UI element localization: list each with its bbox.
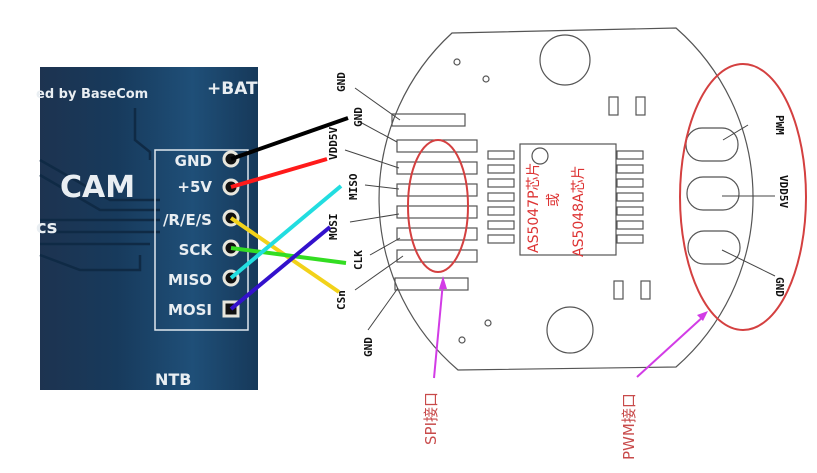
header-silkscreen bbox=[154, 149, 249, 331]
board-bottom-label: NTB bbox=[155, 370, 192, 389]
vdd-pad bbox=[686, 176, 740, 211]
pin-label-mosi: MOSI bbox=[168, 301, 212, 319]
wires bbox=[229, 116, 349, 311]
label-gnd: GND bbox=[352, 107, 365, 127]
smd-pad bbox=[613, 280, 624, 300]
spi-callout-arrowhead bbox=[439, 276, 447, 289]
small-hole bbox=[458, 336, 466, 344]
pwm-callout-arrow bbox=[636, 314, 706, 378]
spi-callout-label: SPI接口 bbox=[422, 392, 440, 445]
pin-label-5v: +5V bbox=[177, 178, 212, 196]
gnd-pad bbox=[687, 230, 741, 265]
label-miso: MISO bbox=[347, 173, 360, 200]
label-pwm: PWM bbox=[773, 115, 786, 135]
spi-pad bbox=[396, 205, 478, 219]
label-pwm-gnd: GND bbox=[773, 277, 786, 297]
smd-pad bbox=[640, 280, 651, 300]
wire-miso-to-miso bbox=[229, 184, 343, 280]
spi-pin-labels: GND GND VDD5V MISO MOSI CLK CSn GND bbox=[327, 72, 375, 357]
gnd-pad-bottom bbox=[394, 277, 469, 291]
small-hole bbox=[453, 58, 461, 66]
smd-pad bbox=[635, 96, 646, 116]
mount-hole-bottom bbox=[546, 306, 594, 354]
pwm-pin-labels: PWM VDD5V GND bbox=[773, 115, 790, 297]
encoder-outline bbox=[378, 27, 754, 371]
pin-label-miso: MISO bbox=[168, 271, 212, 289]
label-mosi: MOSI bbox=[327, 214, 340, 241]
wire-gnd-to-gnd bbox=[230, 116, 349, 161]
chip-legs bbox=[487, 150, 644, 244]
smd-pad bbox=[608, 96, 619, 116]
wire-5v-to-vdd5v bbox=[230, 157, 328, 189]
spi-callout-arrow bbox=[433, 281, 444, 379]
spi-pad bbox=[396, 139, 478, 153]
small-hole bbox=[484, 319, 492, 327]
pwm-pad bbox=[685, 127, 739, 162]
encoder-drawing bbox=[378, 27, 754, 371]
board-traces bbox=[39, 108, 160, 272]
pin-label-gnd: GND bbox=[175, 152, 212, 170]
small-hole bbox=[482, 75, 490, 83]
chip-body bbox=[519, 143, 617, 256]
wire-mosi-to-mosi bbox=[229, 225, 332, 311]
chip-label: AS5047P芯片 或 AS5048A芯片 bbox=[526, 162, 587, 257]
label-csn: CSn bbox=[335, 290, 348, 310]
board-sub-text: cs bbox=[36, 217, 57, 238]
pwm-callout-arrowhead bbox=[697, 311, 708, 321]
label-vdd5v: VDD5V bbox=[327, 127, 340, 160]
board-brand-text: CAM bbox=[60, 170, 135, 205]
pwm-callout-label: PWM接口 bbox=[620, 393, 638, 460]
pwm-highlight bbox=[679, 63, 807, 331]
label-clk: CLK bbox=[352, 250, 365, 270]
mount-hole-top bbox=[539, 34, 591, 86]
board-body bbox=[40, 67, 258, 390]
label-gnd-bottom: GND bbox=[362, 337, 375, 357]
chip-label-line1: AS5047P芯片 bbox=[526, 162, 542, 253]
spi-pad bbox=[396, 227, 478, 241]
chip-pin1-mark bbox=[531, 147, 549, 165]
bat-label: +BAT bbox=[207, 79, 258, 99]
spi-pad bbox=[396, 249, 478, 263]
wire-sck-to-clk bbox=[230, 246, 347, 265]
spi-pads bbox=[396, 139, 478, 263]
pin-label-sck: SCK bbox=[179, 241, 214, 259]
spi-pad bbox=[396, 183, 478, 197]
spi-highlight bbox=[407, 139, 469, 273]
label-gnd-top: GND bbox=[335, 72, 348, 92]
gnd-pad-top bbox=[391, 113, 466, 127]
label-pwm-vdd5v: VDD5V bbox=[777, 175, 790, 208]
controller-board: ed by BaseCom +BAT CAM cs NTB GND +5V /R… bbox=[36, 67, 258, 390]
pin-label-res: /R/E/S bbox=[163, 211, 212, 229]
spi-leader-lines bbox=[344, 87, 776, 331]
chip-label-or: 或 bbox=[546, 193, 562, 207]
spi-pad bbox=[396, 161, 478, 175]
board-credit-text: ed by BaseCom bbox=[36, 87, 148, 102]
chip-label-line2: AS5048A芯片 bbox=[571, 165, 587, 257]
